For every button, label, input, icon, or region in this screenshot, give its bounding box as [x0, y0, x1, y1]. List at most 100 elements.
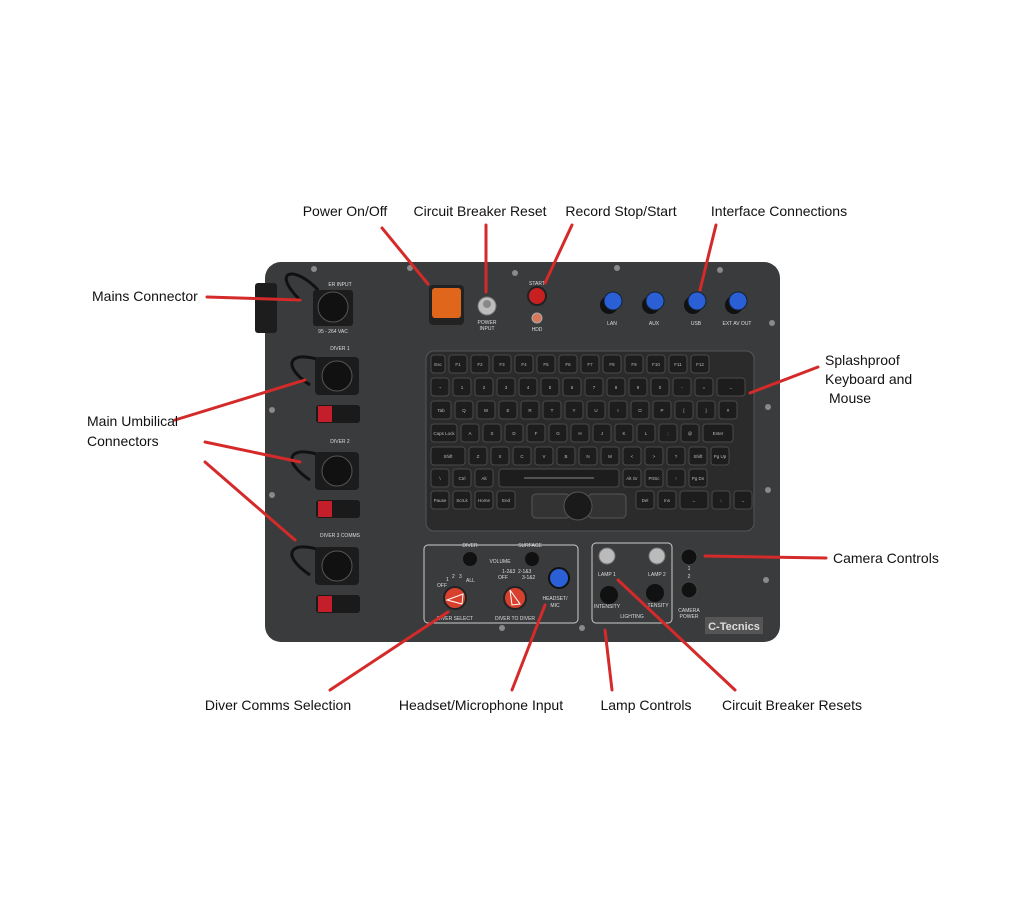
- key[interactable]: F: [526, 423, 546, 443]
- key[interactable]: Y: [564, 400, 584, 420]
- key[interactable]: ←: [679, 490, 709, 510]
- key[interactable]: F10: [646, 354, 666, 374]
- record-start-button[interactable]: START: [527, 281, 547, 306]
- lamp1-breaker-button[interactable]: [598, 547, 616, 565]
- key[interactable]: Z: [468, 446, 488, 466]
- key[interactable]: V: [534, 446, 554, 466]
- key[interactable]: D: [504, 423, 524, 443]
- surface-volume-knob[interactable]: [525, 552, 539, 566]
- key[interactable]: E: [498, 400, 518, 420]
- key[interactable]: →: [733, 490, 753, 510]
- key[interactable]: Shift: [430, 446, 466, 466]
- key[interactable]: Pg Dn: [688, 468, 708, 488]
- key[interactable]: 4: [518, 377, 538, 397]
- key[interactable]: #: [718, 400, 738, 420]
- key[interactable]: ]: [696, 400, 716, 420]
- key[interactable]: Ctrl: [452, 468, 472, 488]
- key[interactable]: ¬: [430, 377, 450, 397]
- key[interactable]: Pause: [430, 490, 450, 510]
- key[interactable]: ScrLk: [452, 490, 472, 510]
- key[interactable]: I: [608, 400, 628, 420]
- key[interactable]: C: [512, 446, 532, 466]
- umbilical-connector-3[interactable]: DIVER 3 COMMS: [290, 533, 361, 613]
- key[interactable]: 6: [562, 377, 582, 397]
- key[interactable]: Q: [454, 400, 474, 420]
- key[interactable]: Shift: [688, 446, 708, 466]
- key[interactable]: 1: [452, 377, 472, 397]
- key[interactable]: <: [622, 446, 642, 466]
- key[interactable]: F9: [624, 354, 644, 374]
- key[interactable]: H: [570, 423, 590, 443]
- port-usb[interactable]: USB: [684, 291, 707, 327]
- key[interactable]: J: [592, 423, 612, 443]
- key[interactable]: F7: [580, 354, 600, 374]
- key[interactable]: Ins: [657, 490, 677, 510]
- diver-to-diver-knob[interactable]: [503, 586, 527, 610]
- key[interactable]: Pg Up: [710, 446, 730, 466]
- camera2-button[interactable]: [680, 581, 698, 599]
- key[interactable]: T: [542, 400, 562, 420]
- camera1-button[interactable]: [680, 548, 698, 566]
- trackball[interactable]: [563, 491, 593, 521]
- key[interactable]: F6: [558, 354, 578, 374]
- key[interactable]: Alt: [474, 468, 494, 488]
- key[interactable]: 9: [628, 377, 648, 397]
- key[interactable]: P: [652, 400, 672, 420]
- key[interactable]: F1: [448, 354, 468, 374]
- key[interactable]: Tab: [430, 400, 452, 420]
- key[interactable]: S: [482, 423, 502, 443]
- key[interactable]: -: [672, 377, 692, 397]
- port-ext-av-out[interactable]: EXT AV OUT: [723, 291, 752, 327]
- diver-volume-knob[interactable]: [463, 552, 477, 566]
- mouse-pad[interactable]: [531, 491, 627, 521]
- key[interactable]: [498, 468, 620, 488]
- key[interactable]: Enter: [702, 423, 734, 443]
- key[interactable]: B: [556, 446, 576, 466]
- key[interactable]: End: [496, 490, 516, 510]
- key[interactable]: ↓: [711, 490, 731, 510]
- key[interactable]: Esc: [430, 354, 446, 374]
- key[interactable]: Del: [635, 490, 655, 510]
- key[interactable]: M: [600, 446, 620, 466]
- key[interactable]: =: [694, 377, 714, 397]
- key[interactable]: F5: [536, 354, 556, 374]
- key[interactable]: ;: [658, 423, 678, 443]
- key[interactable]: 3: [496, 377, 516, 397]
- key[interactable]: F2: [470, 354, 490, 374]
- key[interactable]: >: [644, 446, 664, 466]
- key[interactable]: @: [680, 423, 700, 443]
- key[interactable]: 0: [650, 377, 670, 397]
- lamp2-intensity-knob[interactable]: [646, 584, 664, 602]
- key[interactable]: \: [430, 468, 450, 488]
- key[interactable]: F12: [690, 354, 710, 374]
- key[interactable]: 7: [584, 377, 604, 397]
- lamp2-breaker-button[interactable]: [648, 547, 666, 565]
- key[interactable]: PrtSc: [644, 468, 664, 488]
- port-aux[interactable]: AUX: [642, 291, 665, 327]
- key[interactable]: 5: [540, 377, 560, 397]
- key[interactable]: F3: [492, 354, 512, 374]
- key[interactable]: L: [636, 423, 656, 443]
- key[interactable]: K: [614, 423, 634, 443]
- key[interactable]: Caps Lock: [430, 423, 458, 443]
- key[interactable]: O: [630, 400, 650, 420]
- key[interactable]: 2: [474, 377, 494, 397]
- key[interactable]: A: [460, 423, 480, 443]
- key[interactable]: 8: [606, 377, 626, 397]
- key[interactable]: F8: [602, 354, 622, 374]
- key[interactable]: N: [578, 446, 598, 466]
- key[interactable]: F11: [668, 354, 688, 374]
- lamp1-intensity-knob[interactable]: [600, 586, 618, 604]
- key[interactable]: ?: [666, 446, 686, 466]
- umbilical-connector-2[interactable]: DIVER 2: [290, 439, 360, 518]
- key[interactable]: ↑: [666, 468, 686, 488]
- headset-mic-socket[interactable]: [548, 567, 570, 589]
- key[interactable]: R: [520, 400, 540, 420]
- key[interactable]: U: [586, 400, 606, 420]
- key[interactable]: G: [548, 423, 568, 443]
- key[interactable]: [: [674, 400, 694, 420]
- power-switch[interactable]: [429, 285, 464, 325]
- port-lan[interactable]: LAN: [600, 291, 623, 327]
- key[interactable]: W: [476, 400, 496, 420]
- circuit-breaker-reset-button[interactable]: POWER INPUT: [477, 296, 497, 332]
